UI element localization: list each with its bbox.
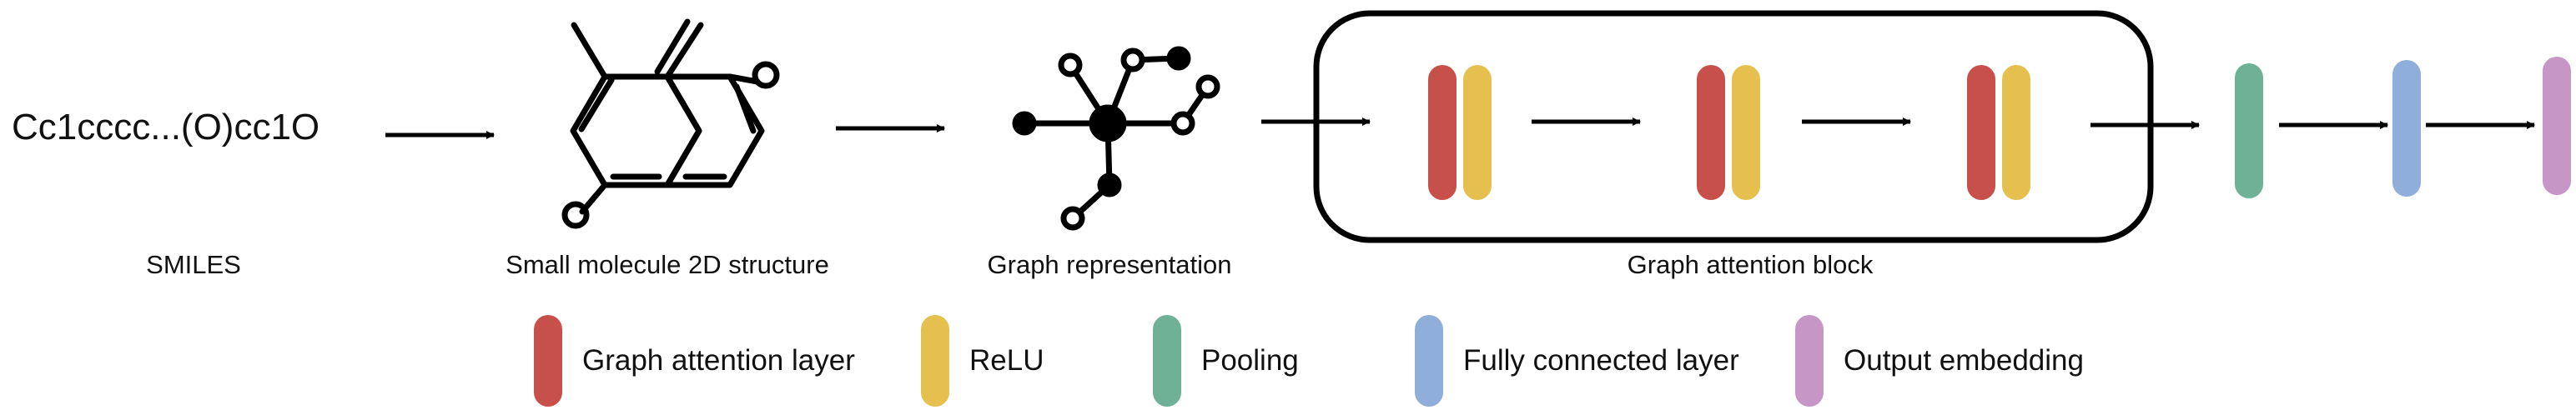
legend-label-relu: ReLU [969,344,1044,377]
legend-swatch-relu [921,315,949,407]
smiles-string: Cc1cccc...(O)cc1O [12,107,320,148]
gat-layer-1 [1428,65,1457,200]
output-embedding [2543,57,2571,195]
legend-swatch-fc [1415,315,1443,407]
legend-item-output: Output embedding [1795,315,2084,407]
flow-arrows [385,118,2535,139]
relu-layer-2 [1732,65,1760,200]
legend-item-pooling: Pooling [1153,315,1299,407]
graph-representation [1012,46,1220,231]
legend-item-fc: Fully connected layer [1415,315,1739,407]
legend-label-fc: Fully connected layer [1463,344,1739,377]
attention-block-caption: Graph attention block [1627,250,1874,279]
legend-swatch-pooling [1153,315,1181,407]
smiles-caption: SMILES [146,250,241,279]
relu-layer-3 [2002,65,2030,200]
gat-layer-3 [1967,65,1995,200]
molecule-structure [561,18,780,229]
relu-layer-1 [1463,65,1492,200]
fc-layer [2392,60,2421,197]
legend-label-gat: Graph attention layer [582,344,855,377]
legend-label-output: Output embedding [1844,344,2084,377]
legend-item-relu: ReLU [921,315,1044,407]
pooling-layer [2235,63,2263,198]
graph-caption: Graph representation [987,250,1232,279]
legend-swatch-gat [534,315,562,407]
legend-item-gat: Graph attention layer [534,315,855,407]
legend-swatch-output [1795,315,1824,407]
attention-layers [1428,65,2030,200]
legend-label-pooling: Pooling [1201,344,1299,377]
structure-caption: Small molecule 2D structure [506,250,829,279]
gat-layer-2 [1697,65,1725,200]
